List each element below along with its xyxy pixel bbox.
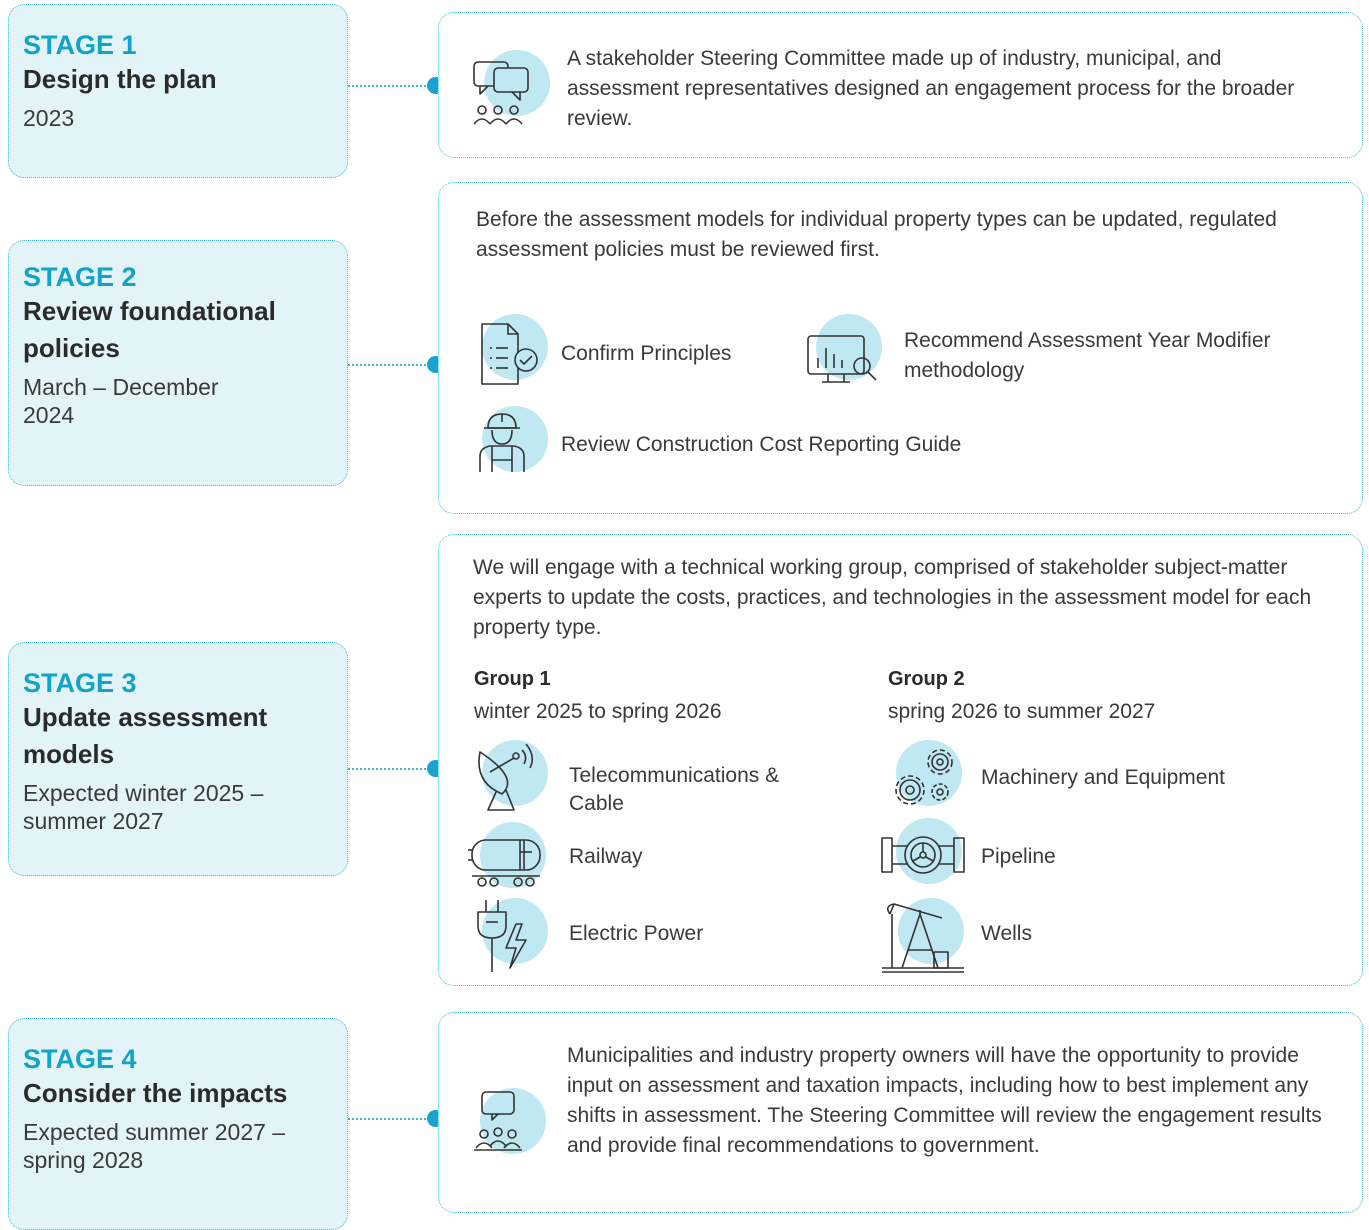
stage-4-text: Municipalities and industry property own… [567, 1044, 1322, 1157]
stage-1-connector [348, 85, 434, 87]
item-pipeline: Pipeline [981, 845, 1056, 868]
item-railway: Railway [569, 845, 643, 868]
stage-4-box: STAGE 4 Consider the impacts Expected su… [8, 1018, 348, 1230]
checklist-document-icon [474, 314, 554, 390]
item-assessment-year-modifier: Recommend Assessment Year Modifier metho… [904, 329, 1271, 382]
stage-3-box: STAGE 3 Update assessment models Expecte… [8, 642, 348, 876]
stage-1-content [438, 12, 1363, 158]
group-meeting-icon [470, 1088, 550, 1164]
group-2-range: spring 2026 to summer 2027 [888, 700, 1156, 723]
stage-4-label: STAGE 4 [23, 1044, 137, 1074]
stage-3-connector [348, 768, 434, 770]
stage-2-content [438, 182, 1363, 514]
construction-worker-icon [474, 406, 554, 476]
chart-magnifier-icon [806, 314, 890, 390]
item-machinery-equipment: Machinery and Equipment [981, 766, 1225, 789]
item-wells: Wells [981, 922, 1032, 945]
stage-3-date: Expected winter 2025 – summer 2027 [23, 780, 264, 834]
stage-1-label: STAGE 1 [23, 30, 137, 60]
stage-1-date: 2023 [23, 105, 75, 131]
item-telecommunications: Telecommunications & Cable [569, 764, 780, 815]
stage-3-text: We will engage with a technical working … [473, 556, 1312, 639]
electric-plug-icon [470, 896, 550, 976]
stage-3-title: Update assessment models [23, 702, 268, 769]
stage-3-label: STAGE 3 [23, 668, 137, 698]
satellite-dish-icon [470, 738, 550, 814]
pipeline-valve-icon [878, 818, 968, 892]
stage-4-connector [348, 1118, 434, 1120]
stage-1-title: Design the plan [23, 64, 217, 94]
item-construction-cost-guide: Review Construction Cost Reporting Guide [561, 433, 962, 456]
rail-tank-car-icon [466, 822, 554, 892]
oil-pump-jack-icon [880, 896, 970, 976]
people-discussion-icon [470, 50, 550, 130]
group-1-range: winter 2025 to spring 2026 [474, 700, 722, 723]
group-1-title: Group 1 [474, 668, 551, 690]
stage-2-text: Before the assessment models for individ… [476, 208, 1277, 261]
item-electric-power: Electric Power [569, 922, 704, 945]
stage-4-content [438, 1012, 1363, 1213]
stage-4-title: Consider the impacts [23, 1078, 288, 1108]
item-confirm-principles: Confirm Principles [561, 342, 732, 365]
gears-icon [884, 740, 968, 816]
stage-2-connector [348, 364, 434, 366]
stage-2-label: STAGE 2 [23, 262, 137, 292]
group-2-title: Group 2 [888, 668, 965, 690]
stage-4-date: Expected summer 2027 – spring 2028 [23, 1119, 286, 1173]
stage-2-box: STAGE 2 Review foundational policies Mar… [8, 240, 348, 486]
stage-2-date: March – December 2024 [23, 374, 219, 428]
stage-2-title: Review foundational policies [23, 296, 276, 363]
stage-1-box: STAGE 1 Design the plan 2023 [8, 4, 348, 178]
stage-1-text: A stakeholder Steering Committee made up… [567, 47, 1295, 130]
